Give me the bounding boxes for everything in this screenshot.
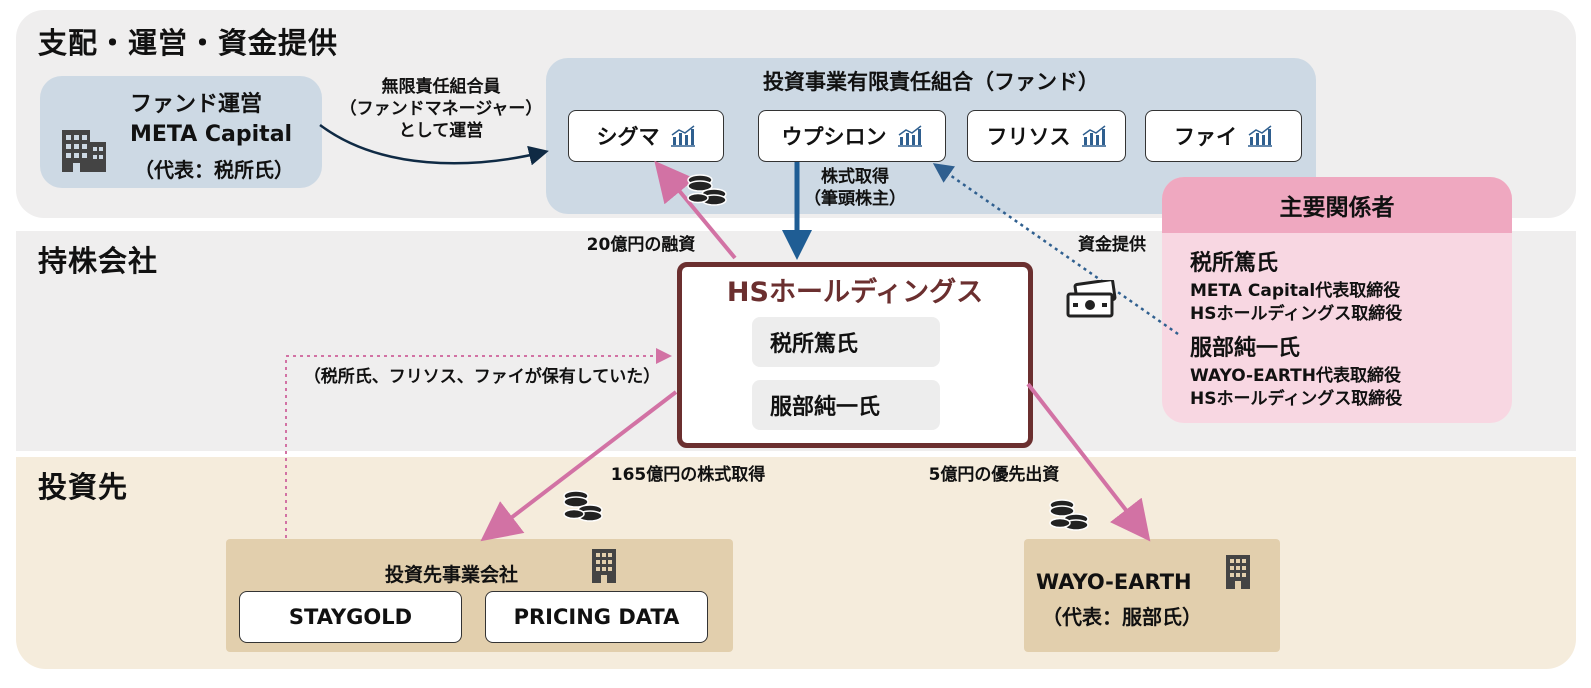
loan-label: 20億円の融資 [586,235,696,255]
holdings-person-saisho: 税所篤氏 [752,317,940,367]
funding-label: 資金提供 [1078,235,1146,255]
gp-label-line3: として運営 [398,121,484,141]
gp-label-line2: （ファンドマネージャー） [339,99,543,119]
stakeholders-title: 主要関係者 [1162,177,1512,233]
coin-stack-icon [562,488,606,528]
stakeholder-1-name: 税所篤氏 [1190,251,1279,276]
fund-manager-heading: ファンド運営 [130,92,263,117]
stakeholder-2-role-1: WAYO-EARTH代表取締役 [1190,366,1401,386]
wayo-earth-name: WAYO-EARTH [1036,570,1192,594]
control-band-title: 支配・運営・資金提供 [38,26,339,60]
stakeholder-2-name: 服部純一氏 [1190,336,1301,361]
bar-chart-icon [1248,125,1272,147]
fund-item-label: ウプシロン [781,125,887,149]
investee-title: 投資先事業会社 [385,564,519,586]
fund-title: 投資事業有限責任組合（ファンド） [763,70,1099,94]
fund-item-sigma: シグマ [568,110,724,162]
held-note-label: （税所氏、フリソス、ファイが保有していた） [303,367,661,387]
coin-stack-icon [686,172,730,212]
stock-acquisition-text: 株式取得 [821,167,889,187]
stock-acquisition-label: 株式取得 （筆頭株主） [800,166,910,210]
fund-manager-box: ファンド運営 META Capital （代表：税所氏） [40,76,322,188]
preferred-5-label: 5億円の優先出資 [928,465,1060,485]
bar-chart-icon [670,125,695,147]
top-holder-text: （筆頭株主） [804,189,906,209]
stakeholder-1-role-1: META Capital代表取締役 [1190,281,1401,301]
building-icon [590,547,618,589]
fund-item-label: フリソス [986,125,1071,149]
stakeholders-box: 主要関係者 税所篤氏 META Capital代表取締役 HSホールディングス取… [1162,177,1512,423]
bar-chart-icon [897,125,922,147]
building-icon [60,124,108,174]
investee-pricing-data: PRICING DATA [485,591,708,643]
holdings-title: HSホールディングス [726,277,984,308]
holding-band-title: 持株会社 [38,244,159,278]
bar-chart-icon [1081,125,1106,147]
investee-band-title: 投資先 [38,470,129,504]
fund-manager-name: META Capital [130,122,293,147]
acquisition-165-label: 165億円の株式取得 [610,465,766,485]
gp-arrow [319,123,549,166]
stakeholder-2-role-2: HSホールディングス取締役 [1190,389,1403,409]
fund-item-label: シグマ [596,125,660,149]
fund-item-frisos: フリソス [967,110,1126,162]
loan-arrow [654,160,737,260]
fund-item-label: ファイ [1174,125,1237,149]
fund-manager-rep: （代表：税所氏） [134,158,294,182]
held-note-arrow [285,348,672,538]
gp-label-line1: 無限責任組合員 [381,77,501,97]
fund-item-upsilon: ウプシロン [758,110,946,162]
coin-stack-icon [1048,497,1092,537]
preferred-5-arrow [1026,382,1151,542]
wayo-earth-rep: （代表：服部氏） [1042,605,1202,629]
stakeholder-1-role-2: HSホールディングス取締役 [1190,304,1403,324]
banknote-icon [1064,278,1118,324]
holdings-person-hattori: 服部純一氏 [752,380,940,430]
investee-staygold: STAYGOLD [239,591,462,643]
gp-label: 無限責任組合員 （ファンドマネージャー） として運営 [326,76,556,142]
fund-item-phi: ファイ [1145,110,1302,162]
acquisition-165-arrow [480,390,678,542]
building-icon [1224,553,1252,595]
